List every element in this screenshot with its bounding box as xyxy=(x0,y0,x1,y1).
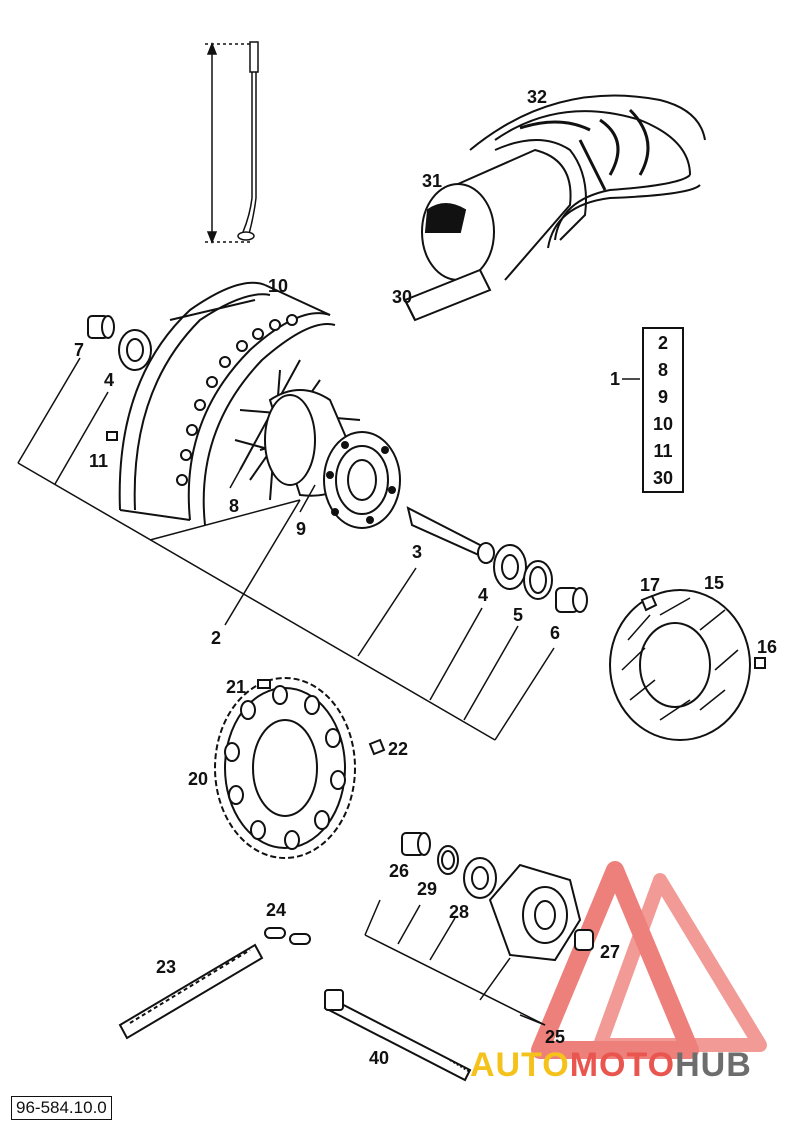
assembly-item: 9 xyxy=(657,387,668,407)
axle-side-parts xyxy=(406,506,588,613)
axle-shaft xyxy=(323,989,472,1082)
callout-23: 23 xyxy=(156,957,177,977)
watermark-part-moto: MOTO xyxy=(569,1046,676,1084)
callout-22: 22 xyxy=(388,739,409,759)
callout-7: 7 xyxy=(74,340,85,360)
document-number: 96-584.10.0 xyxy=(11,1096,112,1120)
callout-40: 40 xyxy=(369,1048,390,1068)
callout-11: 11 xyxy=(89,451,109,471)
callout-10: 10 xyxy=(268,276,289,296)
watermark-triangle-logo xyxy=(531,861,767,1059)
callout-8: 8 xyxy=(229,496,240,516)
callout-6: 6 xyxy=(550,623,561,643)
watermark-text: AUTOMOTOHUB xyxy=(470,1048,752,1082)
wheel-rim xyxy=(118,281,336,526)
drive-chain xyxy=(118,927,311,1040)
assembly-item: 8 xyxy=(657,360,668,380)
callout-3: 3 xyxy=(412,542,423,562)
callout-20: 20 xyxy=(188,769,209,789)
callout-32: 32 xyxy=(527,87,548,107)
assembly-label: 1 xyxy=(610,369,621,389)
callout-4-upper: 4 xyxy=(104,370,115,390)
spoke-drawing xyxy=(205,41,259,245)
assembly-contents-box: 2 8 9 10 11 30 xyxy=(642,327,684,493)
sprocket xyxy=(214,677,386,859)
callout-4-lower: 4 xyxy=(478,585,489,605)
tire-and-tube xyxy=(403,94,706,322)
callout-27: 27 xyxy=(600,942,621,962)
callout-15: 15 xyxy=(704,573,725,593)
callout-31: 31 xyxy=(422,171,443,191)
assembly-item: 11 xyxy=(653,441,673,461)
callout-25: 25 xyxy=(545,1027,566,1047)
callout-29: 29 xyxy=(417,879,438,899)
callout-30: 30 xyxy=(392,287,413,307)
assembly-item: 10 xyxy=(652,414,674,434)
callout-24: 24 xyxy=(266,900,287,920)
assembly-item: 2 xyxy=(657,333,668,353)
watermark-part-auto: AUTO xyxy=(470,1046,570,1084)
leader-lines xyxy=(17,357,640,1026)
callout-16: 16 xyxy=(757,637,778,657)
callout-21: 21 xyxy=(226,677,247,697)
callout-26: 26 xyxy=(389,861,410,881)
callout-17: 17 xyxy=(640,575,661,595)
left-side-parts xyxy=(87,315,152,441)
callout-5: 5 xyxy=(513,605,524,625)
sprocket-carrier xyxy=(401,832,594,962)
callout-9: 9 xyxy=(296,519,307,539)
wheel-hub xyxy=(234,359,401,529)
brake-disc xyxy=(609,589,766,741)
callout-2: 2 xyxy=(211,628,222,648)
watermark-part-hub: HUB xyxy=(675,1046,752,1084)
assembly-item: 30 xyxy=(652,468,674,488)
callout-28: 28 xyxy=(449,902,470,922)
